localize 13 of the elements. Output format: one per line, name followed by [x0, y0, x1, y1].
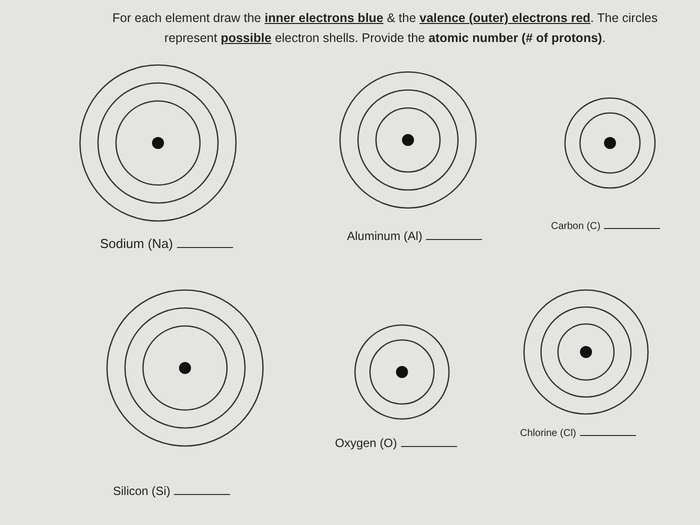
electron-shell-drawing — [105, 288, 265, 448]
electron-shell-drawing — [78, 63, 238, 223]
element-name: Chlorine (Cl) — [520, 428, 576, 439]
element-name: Oxygen (O) — [335, 436, 398, 450]
electron-shell-drawing — [522, 288, 650, 416]
element-name: Carbon (C) — [551, 221, 600, 232]
electron-shell-drawing — [338, 70, 478, 210]
element-name: Aluminum (Al) — [347, 229, 422, 243]
element-name: Sodium (Na) — [100, 236, 173, 251]
element-name: Silicon (Si) — [113, 484, 170, 498]
electron-shell-drawing — [563, 96, 657, 190]
electron-shell-drawing — [353, 323, 451, 421]
instructions-text: For each element draw the inner electrons blue & the valence (outer) electrons red. The circles represent possible electron shells. Provide the atomic number (# of protons). — [111, 10, 659, 47]
